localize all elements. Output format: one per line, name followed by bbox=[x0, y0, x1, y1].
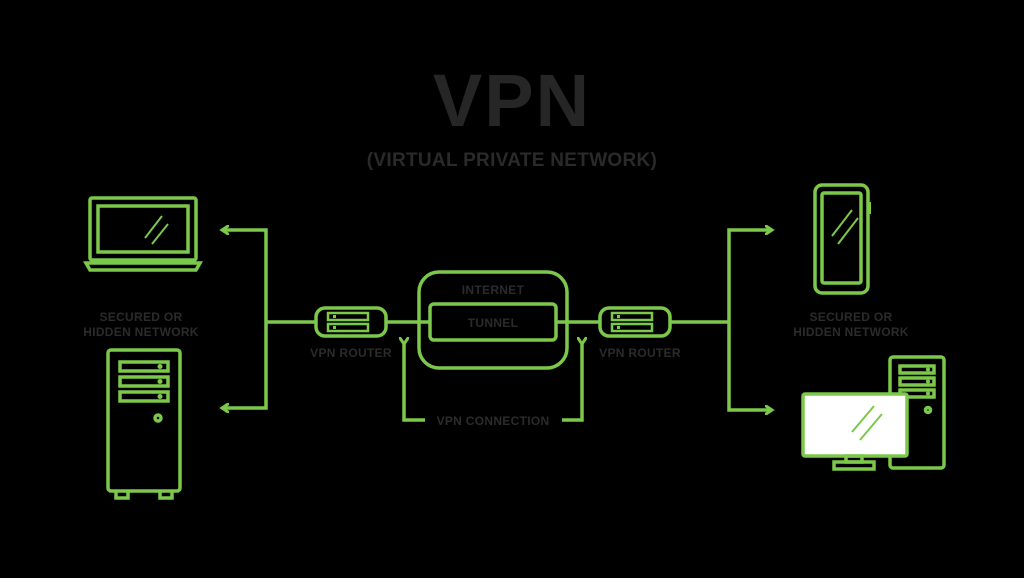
monitor-icon bbox=[801, 392, 909, 471]
right-network-line1: SECURED OR bbox=[809, 310, 893, 324]
connection-left bbox=[404, 344, 425, 422]
connection-right bbox=[562, 344, 582, 422]
left-network-line1: SECURED OR bbox=[99, 310, 183, 324]
right-arrow-bottom bbox=[727, 322, 772, 410]
internet-label: INTERNET bbox=[461, 283, 525, 297]
router-icon bbox=[314, 306, 388, 338]
right-router-label: VPN ROUTER bbox=[599, 346, 681, 360]
diagram-title: VPN bbox=[432, 59, 592, 142]
right-network-line2: HIDDEN NETWORK bbox=[793, 325, 909, 339]
left-network-label: SECURED OR HIDDEN NETWORK bbox=[51, 310, 231, 340]
smartphone-icon bbox=[813, 183, 871, 295]
left-router-label: VPN ROUTER bbox=[310, 346, 392, 360]
left-arrow-bottom bbox=[222, 322, 268, 408]
left-network-line2: HIDDEN NETWORK bbox=[83, 325, 199, 339]
right-network-label: SECURED OR HIDDEN NETWORK bbox=[761, 310, 941, 340]
diagram-subtitle: (VIRTUAL PRIVATE NETWORK) bbox=[366, 150, 658, 171]
router-icon bbox=[598, 306, 672, 338]
tunnel-label: TUNNEL bbox=[467, 316, 519, 330]
right-arrow-top bbox=[727, 230, 772, 322]
vpn-connection-label: VPN CONNECTION bbox=[436, 414, 550, 428]
laptop-icon bbox=[82, 196, 204, 272]
left-arrow-top bbox=[222, 230, 268, 322]
internet-box bbox=[417, 270, 569, 370]
server-tower-icon bbox=[106, 348, 182, 500]
